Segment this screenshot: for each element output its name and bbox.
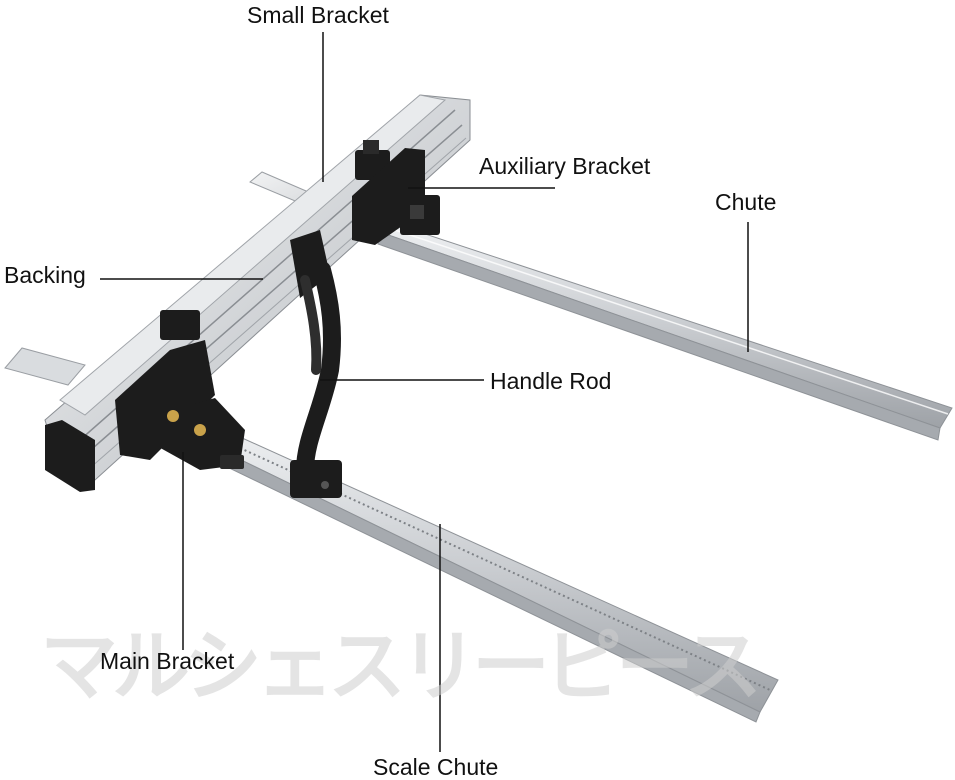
label-scale-chute: Scale Chute (373, 754, 499, 780)
auxiliary-bracket (352, 148, 440, 245)
label-handle-rod: Handle Rod (490, 368, 612, 394)
handle-rod (290, 261, 342, 498)
label-chute: Chute (715, 189, 777, 215)
label-small-bracket: Small Bracket (247, 2, 389, 28)
label-main-bracket: Main Bracket (100, 648, 235, 674)
scale-chute-rail (195, 427, 779, 723)
leader-lines (100, 32, 749, 752)
chute-rail (377, 223, 953, 441)
end-cap (45, 420, 95, 492)
label-backing: Backing (4, 262, 86, 288)
label-auxiliary-bracket: Auxiliary Bracket (479, 153, 651, 179)
main-bracket (115, 310, 245, 470)
left-ruler-strip (4, 347, 86, 386)
watermark-text: マルシェスリーピース (40, 622, 762, 712)
